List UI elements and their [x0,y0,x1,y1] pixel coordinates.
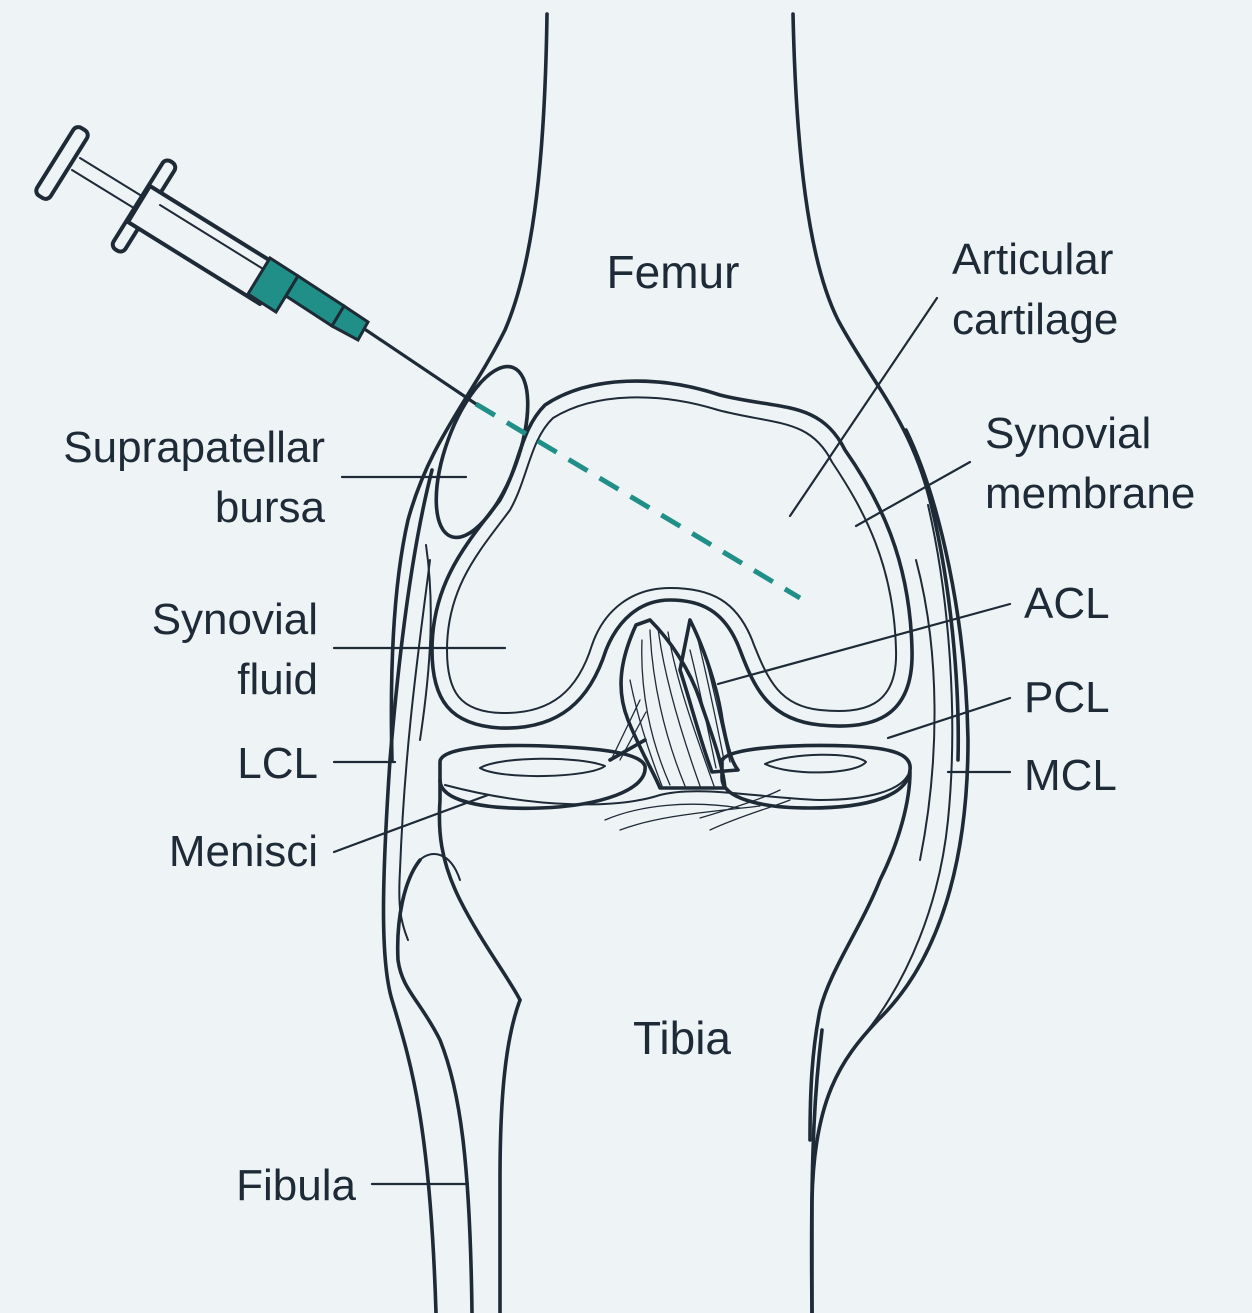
label-menisci: Menisci [169,827,318,876]
label-synovial-fluid-line1: Synovial [152,595,318,644]
label-lcl: LCL [237,739,318,788]
label-synovial-membrane-line1: Synovial [985,409,1151,458]
label-femur: Femur [607,246,740,298]
label-suprapatellar-bursa-line1: Suprapatellar [63,423,325,472]
label-pcl: PCL [1024,673,1110,722]
label-synovial-membrane-line2: membrane [985,469,1195,518]
label-mcl: MCL [1024,751,1117,800]
label-acl: ACL [1024,579,1110,628]
label-suprapatellar-bursa-line2: bursa [215,483,326,532]
label-tibia: Tibia [633,1012,731,1064]
label-articular-cartilage-line2: cartilage [952,295,1118,344]
label-articular-cartilage-line1: Articular [952,235,1113,284]
label-synovial-fluid-line2: fluid [237,655,318,704]
label-fibula: Fibula [236,1161,356,1210]
